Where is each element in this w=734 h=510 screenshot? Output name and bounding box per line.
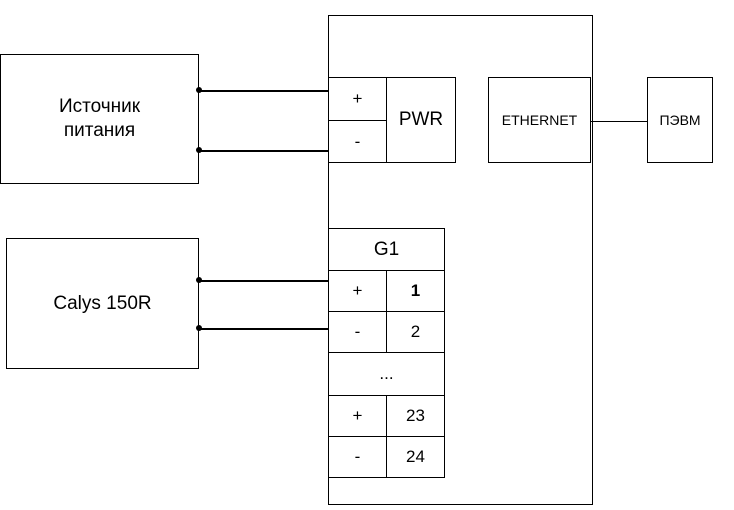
g1-ellipsis: ...: [379, 364, 394, 383]
ethernet-box: ETHERNET: [488, 77, 591, 163]
g1-num-1: 1: [410, 281, 421, 300]
g1-terminal-number: 24: [386, 436, 445, 478]
ethernet-label: ETHERNET: [501, 112, 578, 128]
pwr-plus-terminal: +: [328, 77, 387, 121]
wire-ethernet-pc: [591, 121, 647, 122]
wire-calys-minus: [199, 328, 328, 330]
wire-calys-plus-terminal-dot: [196, 277, 202, 283]
g1-ellipsis-row: ...: [328, 352, 445, 396]
power-source-box: Источник питания: [0, 54, 199, 184]
g1-sign-1: +: [352, 281, 363, 300]
wire-power-plus-terminal-dot: [196, 87, 202, 93]
pwr-minus-terminal: -: [328, 120, 387, 163]
wire-power-minus: [199, 150, 328, 152]
g1-terminal-number: 1: [386, 270, 445, 312]
g1-terminal-sign: +: [328, 395, 387, 437]
power-source-label: Источник питания: [58, 96, 141, 141]
g1-sign-2: -: [354, 322, 361, 341]
g1-sign-24: -: [354, 447, 361, 466]
pwr-label: PWR: [398, 109, 444, 131]
wire-calys-plus: [199, 280, 328, 282]
g1-terminal-sign: -: [328, 311, 387, 353]
g1-header: G1: [328, 228, 445, 271]
g1-num-23: 23: [406, 406, 425, 425]
g1-label: G1: [373, 238, 400, 260]
g1-terminal-number: 23: [386, 395, 445, 437]
g1-terminal-number: 2: [386, 311, 445, 353]
g1-terminal-sign: -: [328, 436, 387, 478]
g1-num-24: 24: [406, 447, 425, 466]
g1-num-2: 2: [410, 322, 421, 341]
calys-150r-box: Calys 150R: [6, 238, 199, 369]
pwr-plus-sign: +: [352, 89, 363, 108]
pc-label: ПЭВМ: [659, 112, 701, 128]
g1-terminal-sign: +: [328, 270, 387, 312]
pc-box: ПЭВМ: [647, 77, 713, 163]
wire-power-minus-terminal-dot: [196, 147, 202, 153]
pwr-minus-sign: -: [354, 131, 361, 151]
pwr-label-box: PWR: [386, 77, 456, 163]
g1-sign-23: +: [352, 406, 363, 425]
wire-power-plus: [199, 90, 328, 92]
wire-calys-minus-terminal-dot: [196, 325, 202, 331]
calys-150r-label: Calys 150R: [53, 292, 152, 314]
